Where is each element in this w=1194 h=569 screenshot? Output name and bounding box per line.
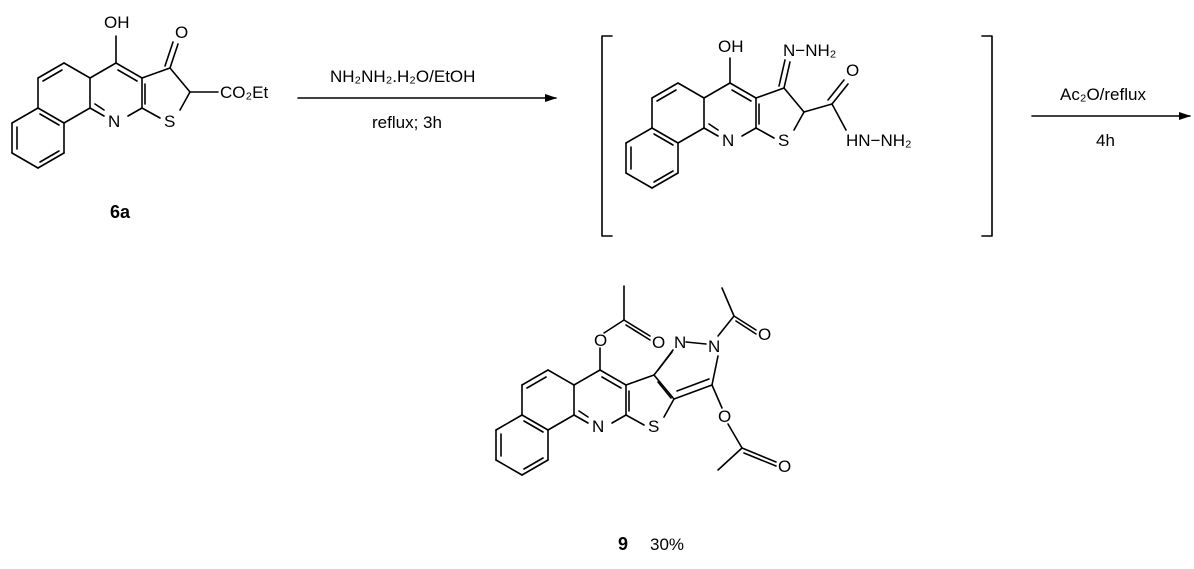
int-atom-n: N [722, 131, 734, 150]
int-atom-o: O [846, 61, 859, 80]
int-atom-hn-nh2: HN−NH₂ [846, 131, 912, 150]
compound-9: O O N N O N S O O 9 30% [495, 285, 791, 554]
c9-atom-o2: O [652, 333, 665, 352]
int-atom-s: S [778, 131, 789, 150]
reaction-arrow-1: NH₂NH₂.H₂O/EtOH reflux; 3h [297, 67, 557, 132]
c9-atom-n3: N [592, 417, 604, 436]
compound-6a-final: OH O N S CO₂Et 6a [0, 0, 330, 250]
c9-atom-n1: N [674, 333, 686, 352]
atom-o-ketone: O [175, 23, 188, 42]
label-6a: 6a [110, 202, 131, 222]
yield-9: 30% [650, 535, 684, 554]
condition-step1: reflux; 3h [372, 113, 442, 132]
atom-s: S [164, 112, 175, 131]
c9-atom-s: S [648, 417, 659, 436]
reagent-step2: Ac₂O/reflux [1060, 85, 1146, 104]
condition-step2: 4h [1096, 131, 1115, 150]
atom-n: N [108, 112, 120, 131]
c9-atom-o4: O [718, 407, 731, 426]
intermediate-compound: OH N−NH₂ O N S HN−NH₂ [601, 35, 993, 237]
int-atom-n-nh2: N−NH₂ [783, 41, 836, 60]
atom-co2et: CO₂Et [220, 83, 268, 102]
c9-atom-o3: O [758, 325, 771, 344]
reagent-step1: NH₂NH₂.H₂O/EtOH [330, 67, 475, 86]
c9-atom-n2: N [708, 337, 720, 356]
c9-atom-o1: O [594, 331, 607, 350]
label-9: 9 [618, 534, 628, 554]
atom-oh: OH [104, 13, 130, 32]
reaction-arrow-2: Ac₂O/reflux 4h [1031, 85, 1191, 150]
int-atom-oh: OH [718, 37, 744, 56]
c9-atom-o5: O [778, 457, 791, 476]
